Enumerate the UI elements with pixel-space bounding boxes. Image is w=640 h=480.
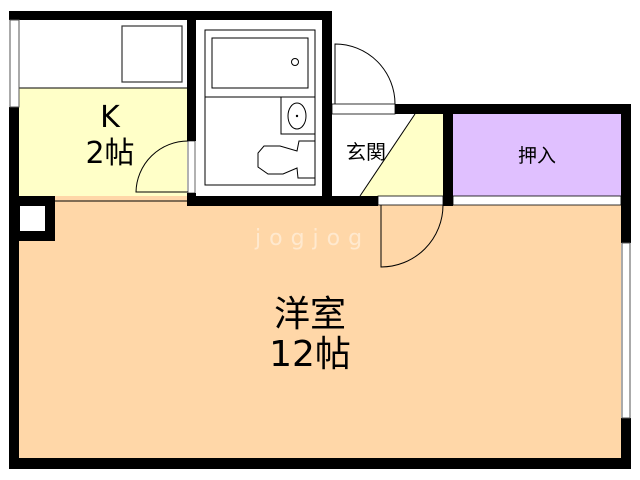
genkan-step (360, 114, 443, 196)
kitchen-door-icon (135, 140, 189, 193)
bathtub-icon (211, 37, 309, 89)
watermark: jogjog (255, 226, 371, 251)
genkan-label: 玄関 (346, 140, 386, 164)
kitchen-label-name: K (100, 100, 120, 135)
column-hole (20, 206, 45, 231)
kitchen-label: K 2帖 (70, 100, 150, 172)
window-right (621, 242, 631, 419)
bathroom-area (200, 20, 322, 196)
yoshitsu-label: 洋室 12帖 (230, 295, 390, 375)
kitchen-floor (19, 88, 187, 196)
kitchen-sink-icon (121, 25, 183, 83)
kitchen-label-size: 2帖 (85, 136, 135, 171)
yoshitsu-label-name: 洋室 (273, 294, 346, 335)
entrance-door-icon (380, 204, 444, 268)
yoshitsu-label-size: 12帖 (269, 334, 351, 375)
washbasin-icon (280, 96, 316, 135)
oshiire-floor (453, 114, 621, 196)
oshiire-label: 押入 (517, 145, 556, 167)
window-left (9, 19, 20, 108)
yoshitsu-floor (19, 205, 621, 458)
toilet-icon (257, 140, 315, 179)
bath-door-icon (334, 43, 396, 105)
